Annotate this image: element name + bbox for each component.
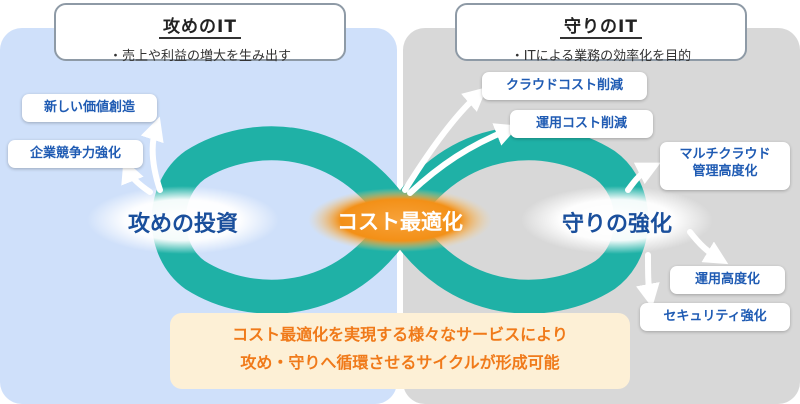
tag-new-value: 新しい価値創造 xyxy=(22,94,157,122)
right-glow xyxy=(521,186,713,254)
center-label: コスト最適化 xyxy=(337,210,463,234)
arrow-right-4 xyxy=(687,229,729,265)
right-header-box: 守りのIT ・ITによる業務の効率化を目的 xyxy=(455,3,747,64)
left-title: 攻めのIT xyxy=(56,12,344,39)
right-title: 守りのIT xyxy=(457,12,745,39)
tag-ops-advanced: 運用高度化 xyxy=(670,266,785,294)
tag-multicloud: マルチクラウド 管理高度化 xyxy=(660,142,790,190)
arrow-right-5 xyxy=(636,252,660,308)
bottom-message-box: コスト最適化を実現する様々なサービスにより 攻め・守りへ循環させるサイクルが形成… xyxy=(170,313,630,389)
left-glow xyxy=(87,186,279,254)
tag-competitiveness: 企業競争力強化 xyxy=(8,140,143,168)
arrow-right-2 xyxy=(407,123,520,196)
left-center-label: 攻めの投資 xyxy=(127,212,238,237)
bottom-line-2: 攻め・守りへ循環させるサイクルが形成可能 xyxy=(240,353,560,372)
arrow-right-1 xyxy=(402,87,488,193)
tag-multicloud-line2: 管理高度化 xyxy=(692,163,758,179)
arrow-right-3 xyxy=(625,162,661,193)
arrow-left-2 xyxy=(121,158,153,195)
tag-security: セキュリティ強化 xyxy=(640,303,790,331)
right-subtitle: ・ITによる業務の効率化を目的 xyxy=(510,49,692,64)
right-center-label: 守りの強化 xyxy=(561,212,672,237)
tag-multicloud-line1: マルチクラウド xyxy=(679,147,771,162)
left-subtitle: ・売上や利益の増大を生み出す xyxy=(108,49,291,64)
bottom-line-1: コスト最適化を実現する様々なサービスにより xyxy=(232,325,568,344)
arrow-left-1 xyxy=(140,116,164,193)
tag-ops-cost: 運用コスト削減 xyxy=(510,110,653,138)
left-header-box: 攻めのIT ・売上や利益の増大を生み出す xyxy=(54,3,346,64)
tag-cloud-cost: クラウドコスト削減 xyxy=(482,72,647,100)
center-glow xyxy=(308,188,492,252)
